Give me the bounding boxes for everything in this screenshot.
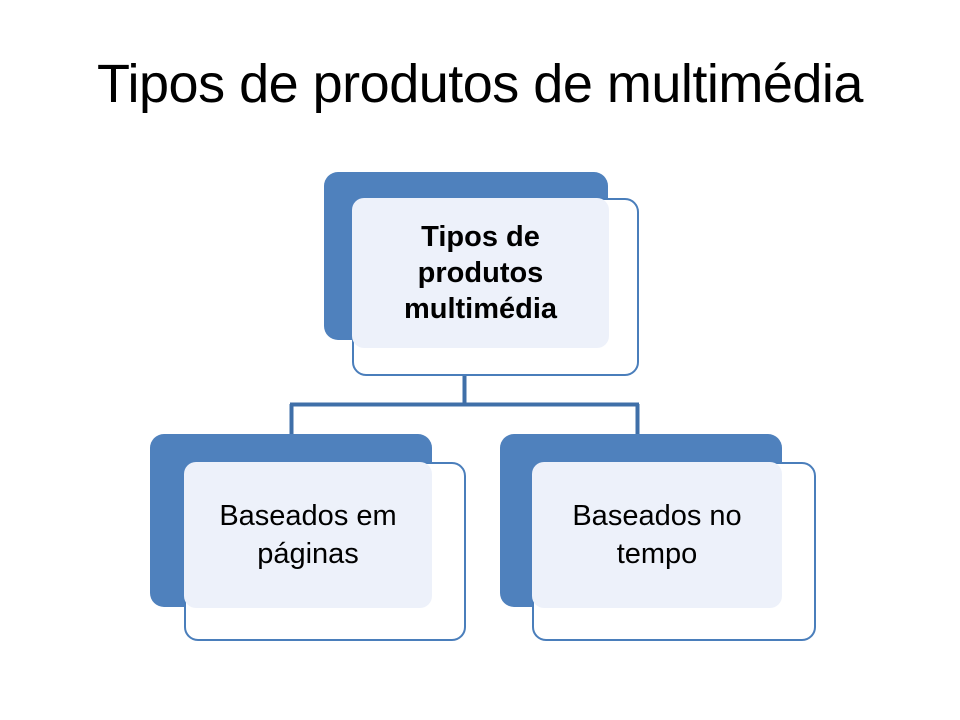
page-title: Tipos de produtos de multimédia xyxy=(97,54,863,114)
node-time-panel: Baseados no tempo xyxy=(532,462,782,608)
node-time-label: Baseados no tempo xyxy=(572,500,742,570)
node-root-label: Tipos de produtos multimédia xyxy=(403,221,558,325)
node-pages-label: Baseados em páginas xyxy=(219,500,397,570)
node-pages-panel: Baseados em páginas xyxy=(184,462,432,608)
node-root-panel: Tipos de produtos multimédia xyxy=(352,198,609,348)
